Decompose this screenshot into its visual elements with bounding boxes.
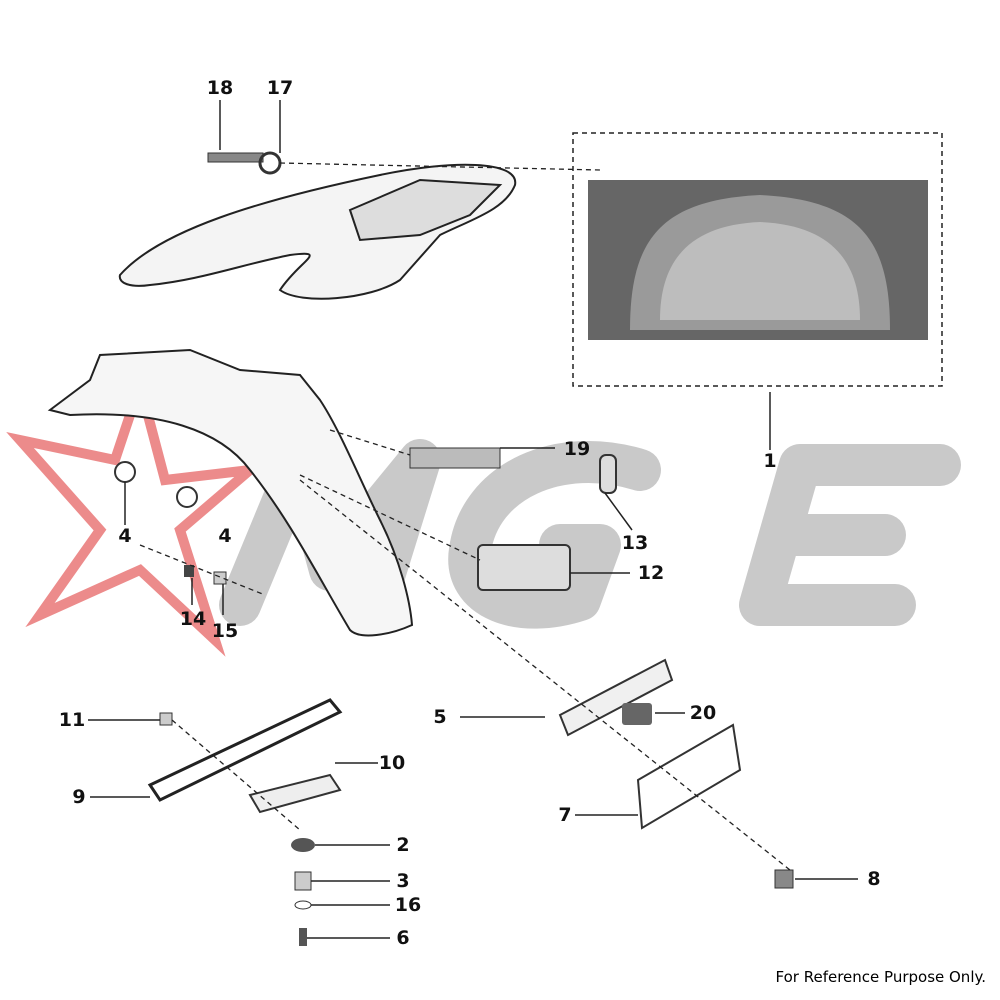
washer-part: [294, 900, 312, 910]
callout-7: 7: [558, 804, 572, 826]
washer-part: [114, 461, 136, 483]
clip-part: [599, 454, 617, 494]
callout-18: 18: [206, 77, 234, 99]
rear-fender: [47, 348, 414, 637]
dashed-assembly-lines: [139, 162, 791, 871]
callout-8: 8: [867, 868, 881, 890]
callout-2: 2: [396, 834, 410, 856]
callout-1: 1: [763, 450, 777, 472]
screw-part: [159, 712, 173, 726]
bolt-part: [207, 152, 264, 163]
bolt-part: [184, 565, 194, 577]
callout-5: 5: [433, 706, 447, 728]
callout-13: 13: [621, 532, 649, 554]
flange-bolt-part: [774, 869, 794, 889]
leader-lines: [88, 100, 858, 939]
callout-3: 3: [396, 870, 410, 892]
callout-14: 14: [179, 608, 207, 630]
seat-cowl: [118, 163, 517, 300]
callout-16: 16: [394, 894, 422, 916]
callout-10: 10: [378, 752, 406, 774]
taillight-detail-box: [572, 132, 943, 387]
watermark-logo: [6, 367, 961, 657]
callout-9: 9: [72, 786, 86, 808]
callout-19: 19: [563, 438, 591, 460]
washer-part: [176, 486, 198, 508]
collar-part: [294, 871, 312, 891]
taillight-photo: [588, 180, 928, 340]
callout-11: 11: [58, 709, 86, 731]
reflector-part: [409, 447, 501, 469]
callout-4b: 4: [218, 525, 232, 547]
reflector-bracket-part: [248, 773, 342, 814]
bolt-part: [299, 928, 307, 946]
license-light-part: [477, 544, 571, 591]
reference-disclaimer: For Reference Purpose Only.: [775, 968, 986, 986]
callout-4: 4: [118, 525, 132, 547]
callout-15: 15: [211, 620, 239, 642]
cushion-part: [622, 703, 652, 725]
washer-part: [258, 151, 282, 175]
license-bracket-part: [558, 658, 674, 737]
nut-part: [213, 571, 227, 585]
callout-6: 6: [396, 927, 410, 949]
callout-12: 12: [637, 562, 665, 584]
callout-17: 17: [266, 77, 294, 99]
callout-20: 20: [689, 702, 717, 724]
grommet-part: [291, 838, 315, 852]
license-plate-part: [636, 723, 742, 830]
reflector-rubber-part: [147, 698, 343, 802]
